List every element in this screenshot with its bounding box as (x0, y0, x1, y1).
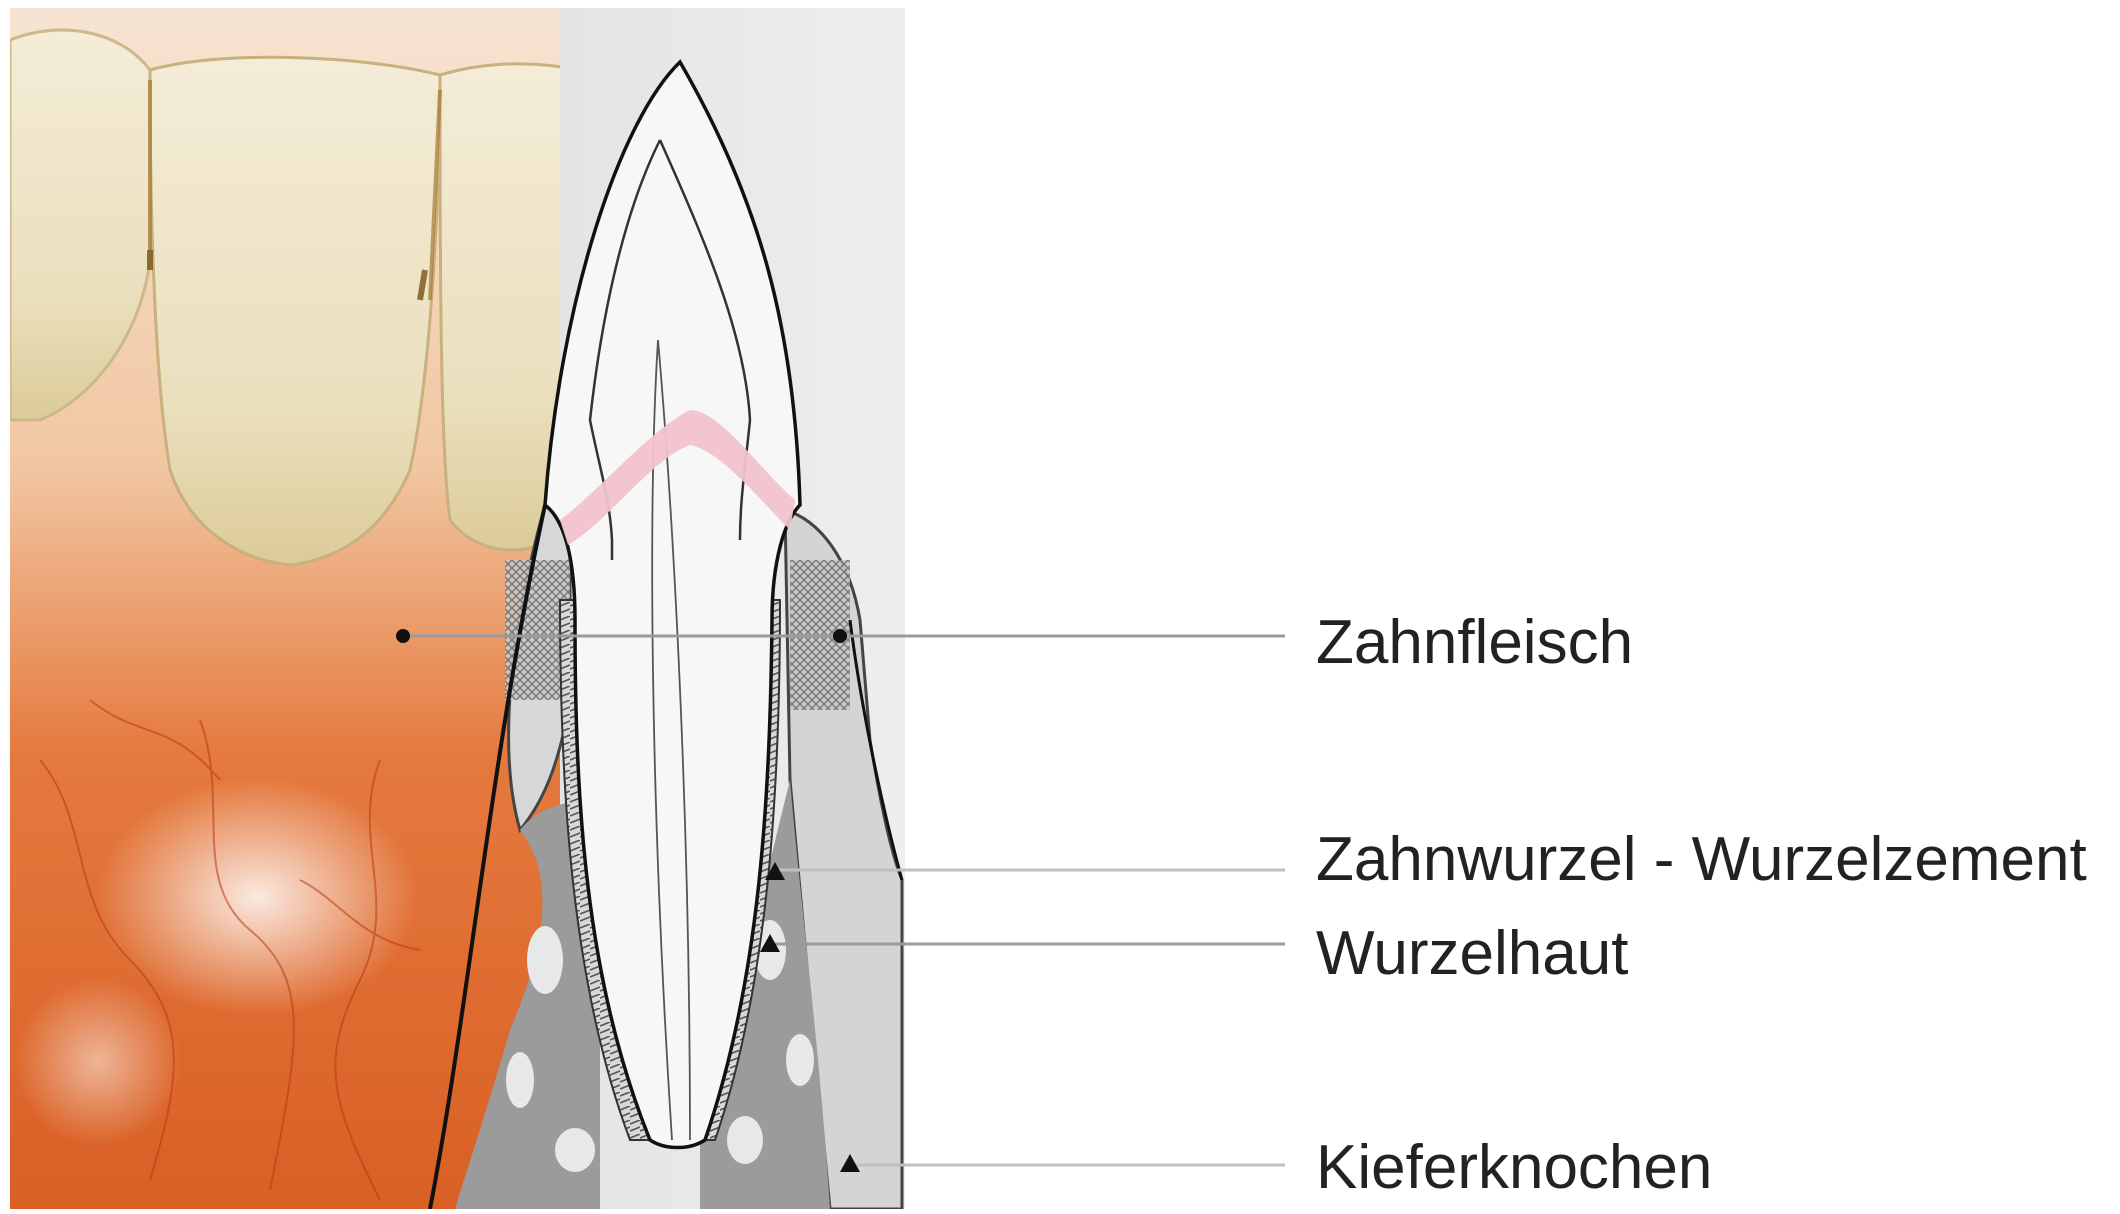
front-tooth-center (150, 57, 440, 565)
marker-dot-gum (396, 629, 410, 643)
marker-dot-gingiva (833, 629, 847, 643)
label-kieferknochen: Kieferknochen (1316, 1137, 1712, 1199)
label-zahnfleisch: Zahnfleisch (1316, 612, 1633, 674)
label-wurzelhaut: Wurzelhaut (1316, 923, 1628, 985)
label-zahnwurzel-wurzelzement: Zahnwurzel - Wurzelzement (1316, 829, 2087, 891)
